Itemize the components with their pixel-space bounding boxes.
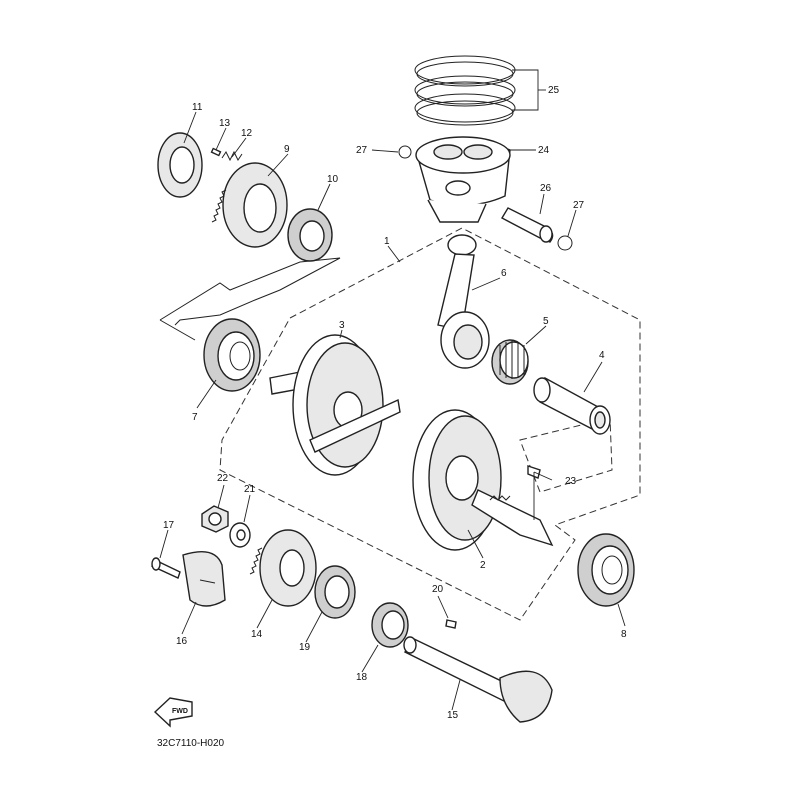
piston-ring-set — [414, 55, 516, 126]
circlip-left — [398, 145, 412, 159]
crankshaft-assembly-outline — [219, 227, 641, 621]
nut — [201, 505, 229, 533]
callout-12: 12 — [241, 128, 253, 139]
bearing-left — [203, 318, 261, 392]
needle-bearing — [491, 339, 529, 385]
piston-pin — [501, 207, 554, 243]
crank-web-right — [412, 409, 554, 551]
callout-17: 17 — [163, 520, 175, 531]
callout-2: 2 — [480, 560, 486, 571]
drive-gear — [211, 162, 288, 248]
plate — [157, 132, 203, 198]
balancer-key — [445, 619, 457, 629]
balancer-shaft — [403, 636, 553, 723]
callout-1: 1 — [384, 236, 390, 247]
crank-web-left — [269, 334, 401, 476]
callout-26: 26 — [540, 183, 552, 194]
callout-4: 4 — [599, 350, 605, 361]
bolt — [151, 557, 181, 579]
fwd-label: FWD — [172, 708, 188, 715]
lock-washer — [229, 522, 251, 548]
bearing-link-outline — [159, 257, 341, 326]
callout-5: 5 — [543, 316, 549, 327]
callout-7: 7 — [192, 412, 198, 423]
callout-16: 16 — [176, 636, 188, 647]
pin — [210, 147, 222, 157]
callout-24: 24 — [538, 145, 550, 156]
callout-18: 18 — [356, 672, 368, 683]
balancer-bearing-left — [314, 565, 356, 619]
callout-27-right: 27 — [573, 200, 585, 211]
piston — [415, 136, 511, 223]
callout-23: 23 — [565, 476, 577, 487]
bearing-right — [577, 533, 635, 607]
spring — [221, 150, 243, 162]
diagram-code: 32C7110-H020 — [157, 738, 225, 749]
balancer-drive-gear — [249, 529, 317, 607]
callout-27-left: 27 — [356, 145, 368, 156]
crank-pin — [533, 376, 611, 435]
callout-10: 10 — [327, 174, 339, 185]
connecting-rod — [437, 234, 490, 369]
bearing-link-outline-2 — [159, 319, 196, 341]
callout-25: 25 — [548, 85, 560, 96]
circlip-right — [557, 235, 573, 251]
bearing-top — [287, 208, 333, 262]
callout-13: 13 — [219, 118, 231, 129]
callout-21: 21 — [244, 484, 256, 495]
callout-11: 11 — [192, 102, 203, 113]
callout-15: 15 — [447, 710, 459, 721]
leader-lines — [159, 69, 626, 711]
callout-20: 20 — [432, 584, 444, 595]
callout-3: 3 — [339, 320, 345, 331]
callout-8: 8 — [621, 629, 627, 640]
callout-9: 9 — [284, 144, 290, 155]
balancer-bearing-right — [371, 602, 409, 648]
key-group-outline — [519, 417, 613, 493]
callout-labels: 25 24 27 26 27 11 13 12 9 10 1 6 5 4 3 7… — [163, 85, 627, 721]
forward-direction-icon: FWD — [153, 697, 193, 728]
callout-6: 6 — [501, 268, 507, 279]
callout-14: 14 — [251, 629, 263, 640]
callout-22: 22 — [217, 473, 229, 484]
balancer-weight — [182, 551, 226, 607]
callout-19: 19 — [299, 642, 311, 653]
